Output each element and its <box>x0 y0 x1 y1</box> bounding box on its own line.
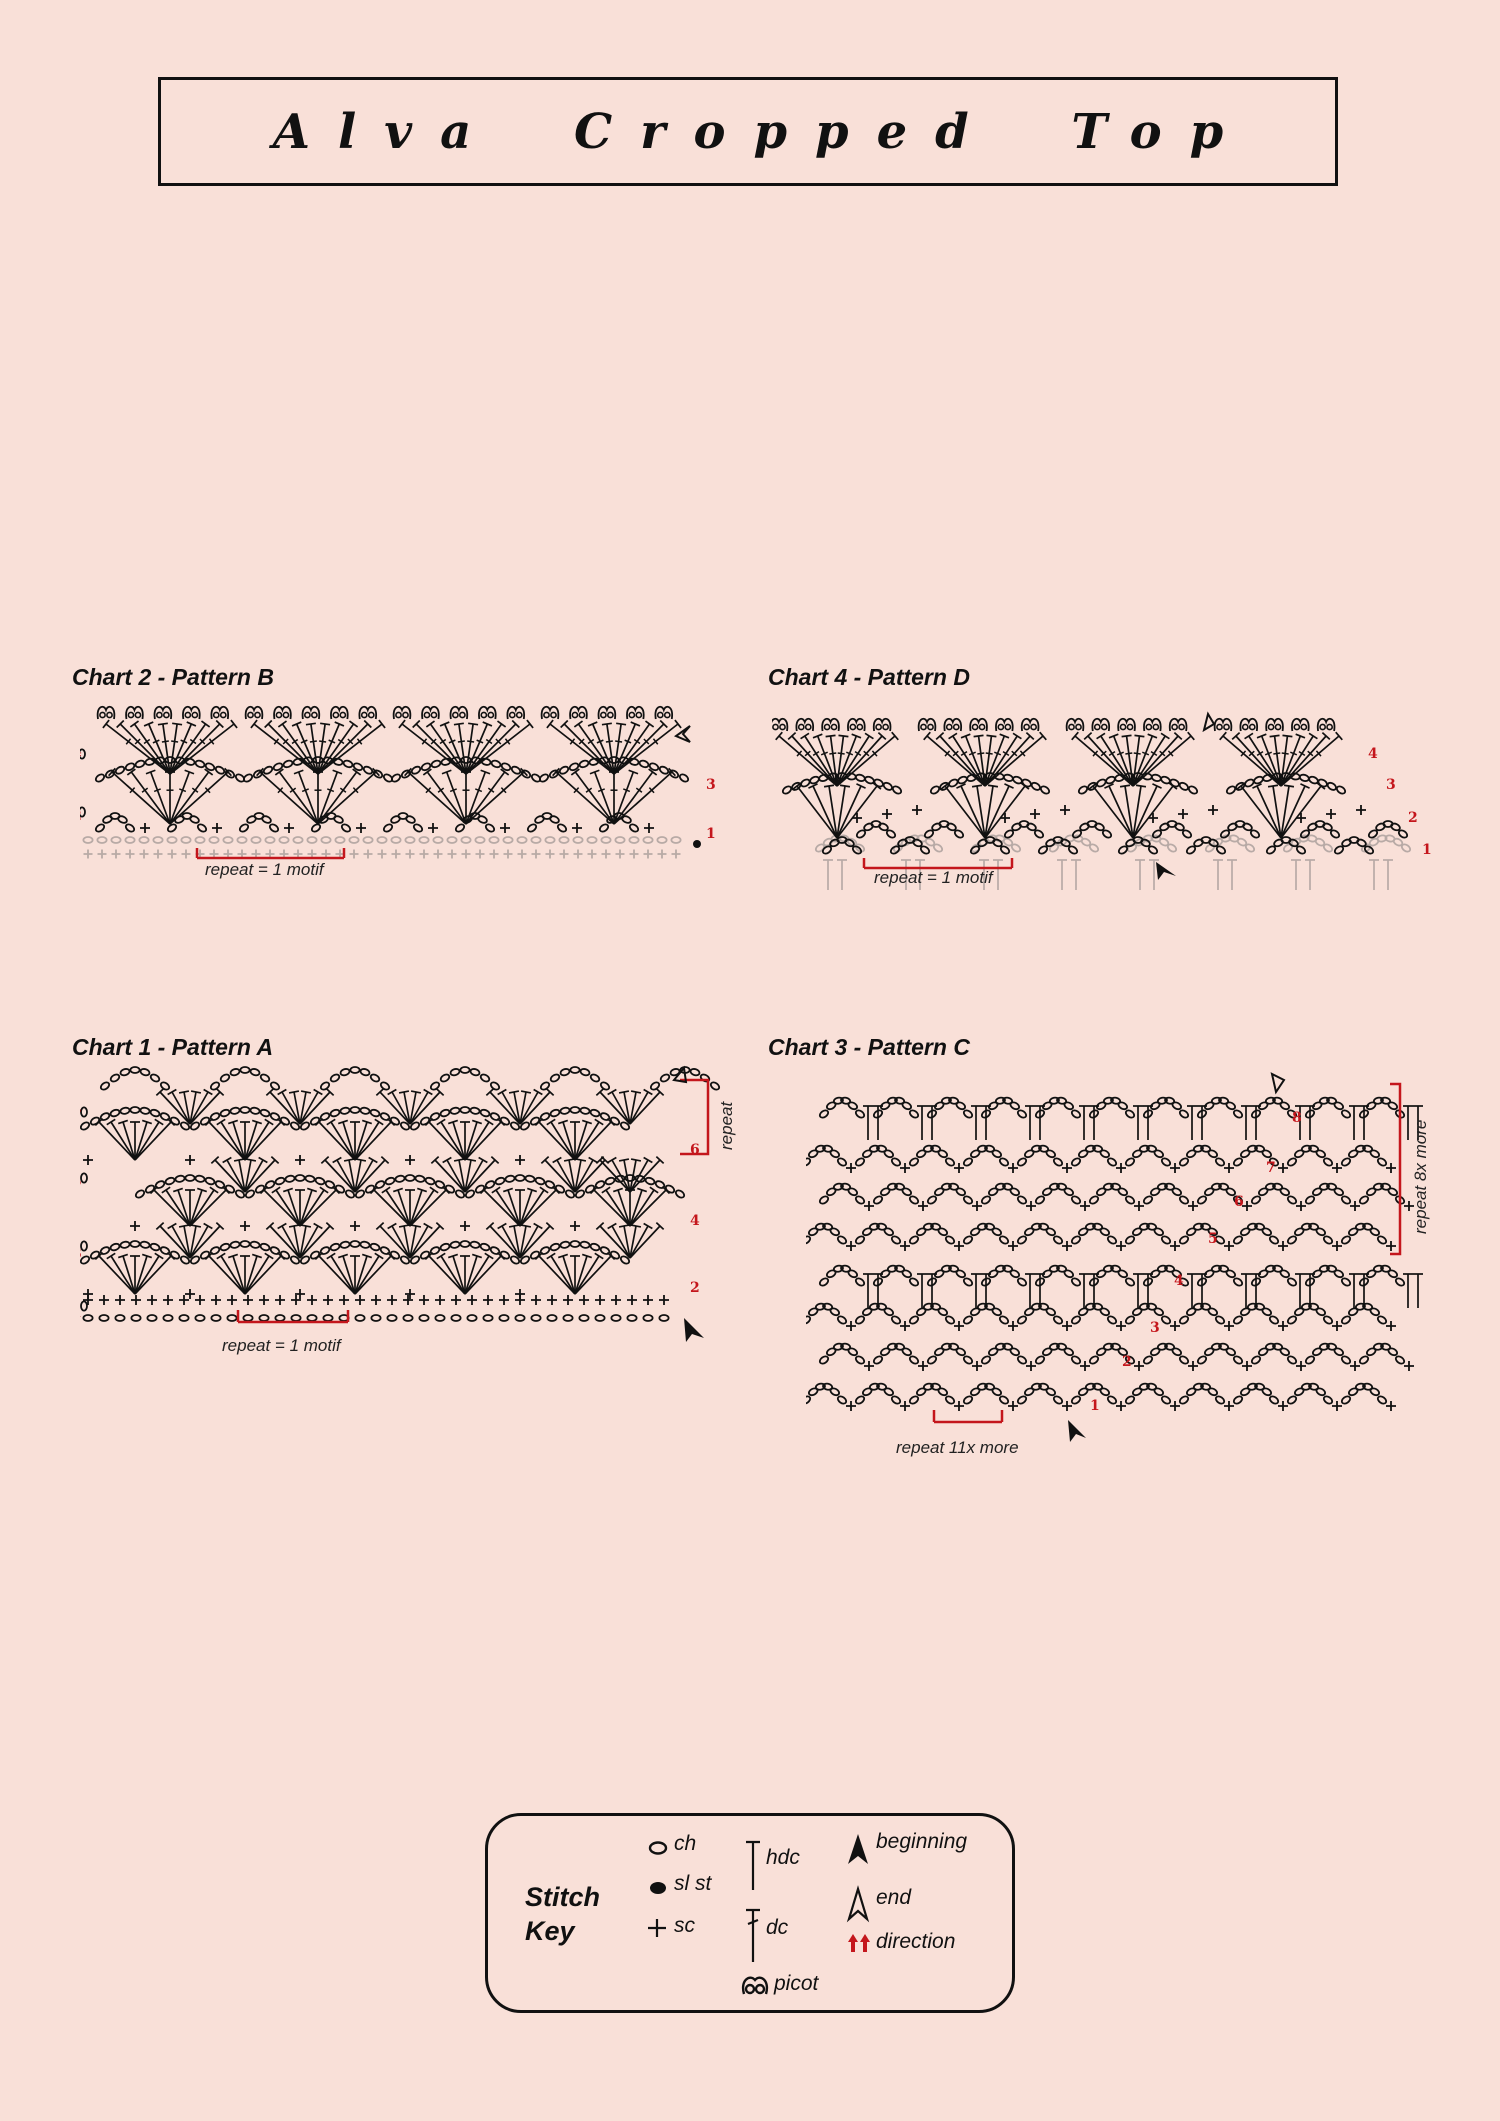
key-ch-label: ch <box>674 1832 697 1855</box>
key-hdc-label: hdc <box>766 1846 800 1869</box>
chart3-side-label: repeat 8x more <box>1411 1120 1430 1234</box>
chart2-sl-st-icon <box>693 840 701 848</box>
chart2-row-3: 3 <box>706 777 716 793</box>
ch-icon <box>648 1841 668 1855</box>
chart4-row-2: 2 <box>1408 810 1418 826</box>
chart4-end-icon <box>1202 711 1216 733</box>
key-dc-label: dc <box>766 1916 789 1939</box>
end-icon <box>846 1885 870 1923</box>
chart3-row-5: 5 <box>1208 1231 1218 1247</box>
chart1-row-7: 7 <box>80 1108 82 1124</box>
key-picot-label: picot <box>774 1972 819 1995</box>
chart2-end-icon <box>673 725 691 743</box>
chart4-row-3: 3 <box>1386 777 1396 793</box>
chart1-side-label: repeat <box>717 1101 736 1150</box>
chart2-repeat-label: repeat = 1 motif <box>205 860 326 879</box>
beginning-icon <box>848 1834 868 1864</box>
key-beginning-label: beginning <box>876 1830 968 1853</box>
chart2-diagram: repeat = 1 motif 1 2 3 4 <box>80 705 716 879</box>
chart3-title: Chart 3 - Pattern C <box>768 1034 970 1060</box>
chart1-beginning-icon <box>684 1318 704 1342</box>
chart2-row-1: 1 <box>706 826 716 842</box>
chart3-row-7: 7 <box>1266 1160 1276 1176</box>
chart1-repeat-label: repeat = 1 motif <box>222 1336 343 1355</box>
chart2-title: Chart 2 - Pattern B <box>72 664 274 690</box>
key-end-label: end <box>876 1886 912 1909</box>
chart2-row-2: 2 <box>80 808 82 824</box>
chart3-repeat-label: repeat 11x more <box>896 1438 1019 1457</box>
chart1-row-1: 1 <box>80 1305 82 1321</box>
chart1-row-5: 5 <box>80 1174 82 1190</box>
stitch-key-title: Stitch Key <box>525 1882 601 1946</box>
picot-icon <box>741 1976 769 1995</box>
chart2-row-4: 4 <box>80 744 82 760</box>
chart3-end-icon <box>1270 1072 1286 1095</box>
chart1-end-icon <box>672 1065 688 1084</box>
chart1-title: Chart 1 - Pattern A <box>72 1034 274 1060</box>
title-box: Alva Cropped Top <box>158 77 1338 186</box>
dc-icon <box>746 1908 760 1962</box>
chart3-row-8: 8 <box>1292 1110 1302 1126</box>
direction-icon <box>848 1934 870 1952</box>
chart4-title: Chart 4 - Pattern D <box>768 664 970 690</box>
chart3-row-2: 2 <box>1122 1354 1132 1370</box>
hdc-icon <box>746 1840 760 1890</box>
chart4-beginning-icon <box>1156 862 1176 880</box>
chart3-diagram: repeat 11x more repeat 8x more 1 2 3 4 5… <box>806 1072 1430 1457</box>
chart1-row-2: 2 <box>690 1280 700 1296</box>
chart4-diagram: repeat = 1 motif 1 2 3 4 <box>772 711 1432 890</box>
sc-icon <box>648 1919 666 1937</box>
chart1-row-6: 6 <box>690 1142 700 1158</box>
chart3-row-3: 3 <box>1150 1320 1160 1336</box>
chart1-row-4: 4 <box>690 1213 700 1229</box>
page-title: Alva Cropped Top <box>272 103 1252 160</box>
chart4-row-1: 1 <box>1422 842 1432 858</box>
key-sc-label: sc <box>674 1914 695 1937</box>
chart3-beginning-icon <box>1068 1420 1086 1442</box>
chart1-diagram: repeat = 1 motif repeat 1 2 3 4 5 6 7 <box>80 1065 736 1355</box>
key-direction-label: direction <box>876 1930 956 1953</box>
key-sl-st-label: sl st <box>674 1872 712 1895</box>
chart3-row-1: 1 <box>1090 1398 1100 1414</box>
chart1-row-3: 3 <box>80 1246 82 1262</box>
chart3-row-6: 6 <box>1234 1194 1244 1210</box>
sl-st-icon <box>650 1882 666 1894</box>
stitch-key: Stitch Key ch sl st sc hdc dc picot begi… <box>485 1813 1015 2013</box>
chart3-row-4: 4 <box>1174 1273 1184 1289</box>
chart4-repeat-label: repeat = 1 motif <box>874 868 995 887</box>
chart4-row-4: 4 <box>1368 746 1378 762</box>
